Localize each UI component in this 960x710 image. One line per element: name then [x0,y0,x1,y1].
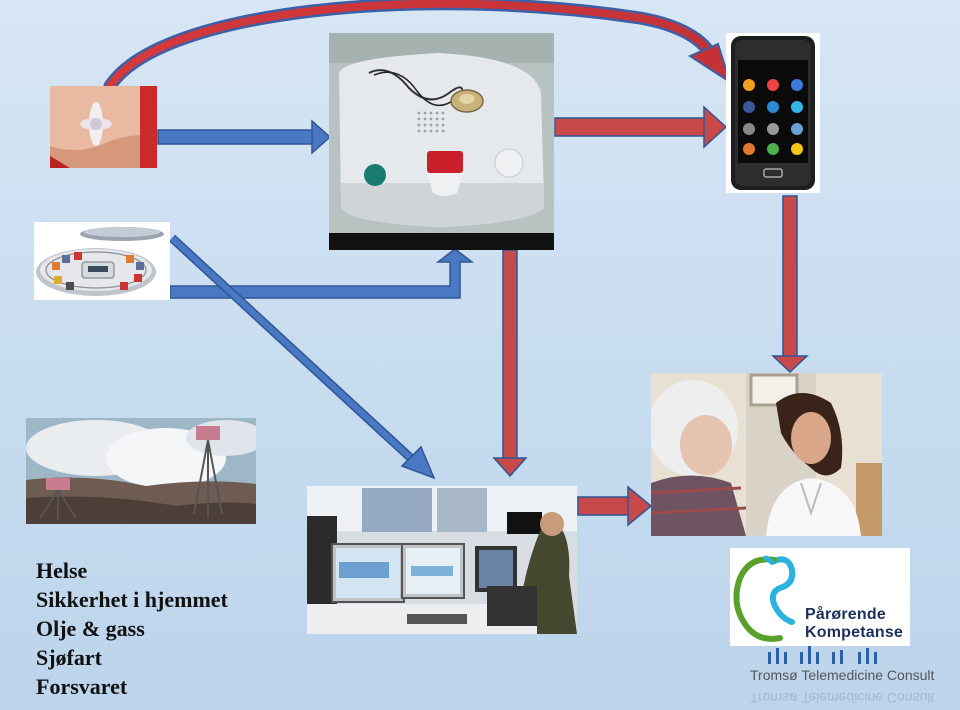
arrow-pilldispenser-to-base [169,248,475,299]
arrow-base-to-phone [554,105,728,149]
paarorende-kompetanse-logo: Pårørende Kompetanse [730,548,910,646]
logo-bars [768,646,877,664]
list-item: Olje & gass [36,616,145,641]
volcano-sensor-photo [26,418,256,524]
control-room-photo [307,486,577,634]
caregiver-photo [651,373,882,536]
logo-tagline-reflection: Tromsø Telemedicine Consult [750,690,935,706]
arrow-base-to-controlroom [492,249,528,478]
list-item: Helse [36,558,88,583]
arrow-sensor-to-base [157,119,332,155]
logo-mark-icon [733,555,796,642]
logo-line2: Kompetanse [805,624,904,641]
arrow-phone-to-caregiver [771,195,809,374]
list-item: Sjøfart [36,645,102,670]
logo-line1: Pårørende [805,606,886,623]
chest-sensor-photo [50,86,157,168]
pill-dispenser-photo [34,222,170,300]
arrow-controlroom-to-caregiver [577,485,653,527]
smartphone-photo [726,33,820,193]
arrow-pilldispenser-to-controlroom [168,234,436,480]
logo-tagline: Tromsø Telemedicine Consult [750,667,935,683]
list-item: Sikkerhet i hjemmet [36,587,228,612]
application-areas-list: Helse Sikkerhet i hjemmet Olje & gass Sj… [36,556,228,701]
list-item: Forsvaret [36,674,128,699]
base-station-photo [329,33,554,250]
